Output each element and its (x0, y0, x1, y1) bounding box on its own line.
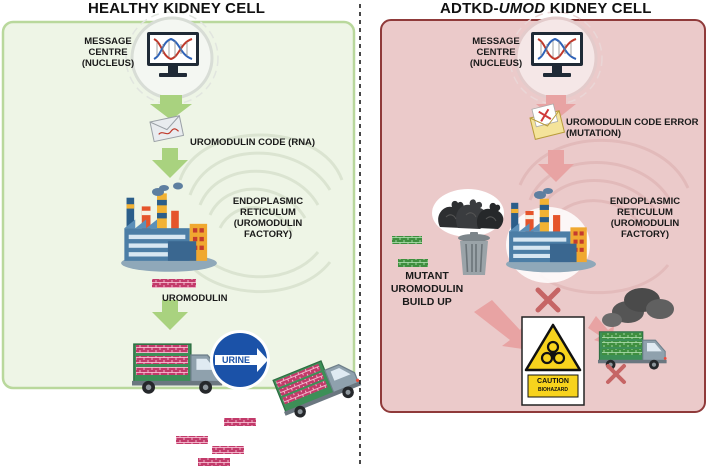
disease-title: ADTKD-UMOD KIDNEY CELL (440, 0, 652, 17)
garbage-cloud (432, 189, 504, 237)
disease-message-centre-label: MESSAGE CENTRE (NUCLEUS) (469, 36, 523, 69)
healthy-title: HEALTHY KIDNEY CELL (88, 0, 266, 17)
caution-biohazard-sign (521, 316, 585, 406)
healthy-er-label: ENDOPLASMIC RETICULUM (UROMODULIN FACTOR… (232, 196, 304, 240)
uromodulin-label: UROMODULIN (162, 293, 228, 304)
urine-sign-label: URINE (220, 355, 253, 365)
healthy-message-centre-label: MESSAGE CENTRE (NUCLEUS) (81, 36, 135, 69)
error-envelope-icon (529, 103, 566, 140)
biohazard-label: BIOHAZARD (538, 387, 568, 393)
mutant-uromodulin-icon (398, 259, 428, 267)
mutant-buildup-label: MUTANT UROMODULIN BUILD UP (390, 270, 464, 308)
polluting-truck-icon (598, 288, 674, 384)
blocked-cross-icon (606, 364, 626, 384)
factory-smoke-icon (534, 188, 553, 199)
envelope-rna-icon (149, 115, 185, 143)
factory-smoke-icon (152, 182, 183, 196)
disease-title-suffix: KIDNEY CELL (545, 0, 652, 17)
arrow-down-icon (152, 300, 188, 330)
uromodulin-protein-icon (152, 279, 196, 288)
arrow-down-icon (150, 95, 192, 120)
disease-title-prefix: ADTKD- (440, 0, 499, 17)
outgoing-truck-icon (270, 349, 365, 424)
excreted-uromodulin-icon (176, 418, 256, 466)
rna-label: UROMODULIN CODE (RNA) (190, 137, 316, 148)
disease-panel (380, 11, 706, 413)
healthy-flow-arrows (150, 95, 192, 330)
caution-label: CAUTION (537, 378, 569, 385)
disease-title-gene: UMOD (498, 0, 546, 17)
healthy-er-membrane (178, 133, 344, 294)
mutation-label: UROMODULIN CODE ERROR (MUTATION) (566, 117, 699, 139)
trash-bin-icon (457, 232, 491, 276)
biohazard-icon (540, 340, 566, 365)
disease-er-label: ENDOPLASMIC RETICULUM (UROMODULIN FACTOR… (609, 196, 681, 240)
arrow-down-icon (538, 150, 574, 182)
arrow-down-icon (536, 95, 576, 120)
arrow-down-icon (152, 148, 188, 178)
blocked-cross-icon (535, 287, 561, 313)
healthy-delivery-truck-icon (132, 343, 223, 395)
arrow-diagonal-icon (474, 300, 530, 350)
mutant-uromodulin-icon (392, 236, 422, 244)
